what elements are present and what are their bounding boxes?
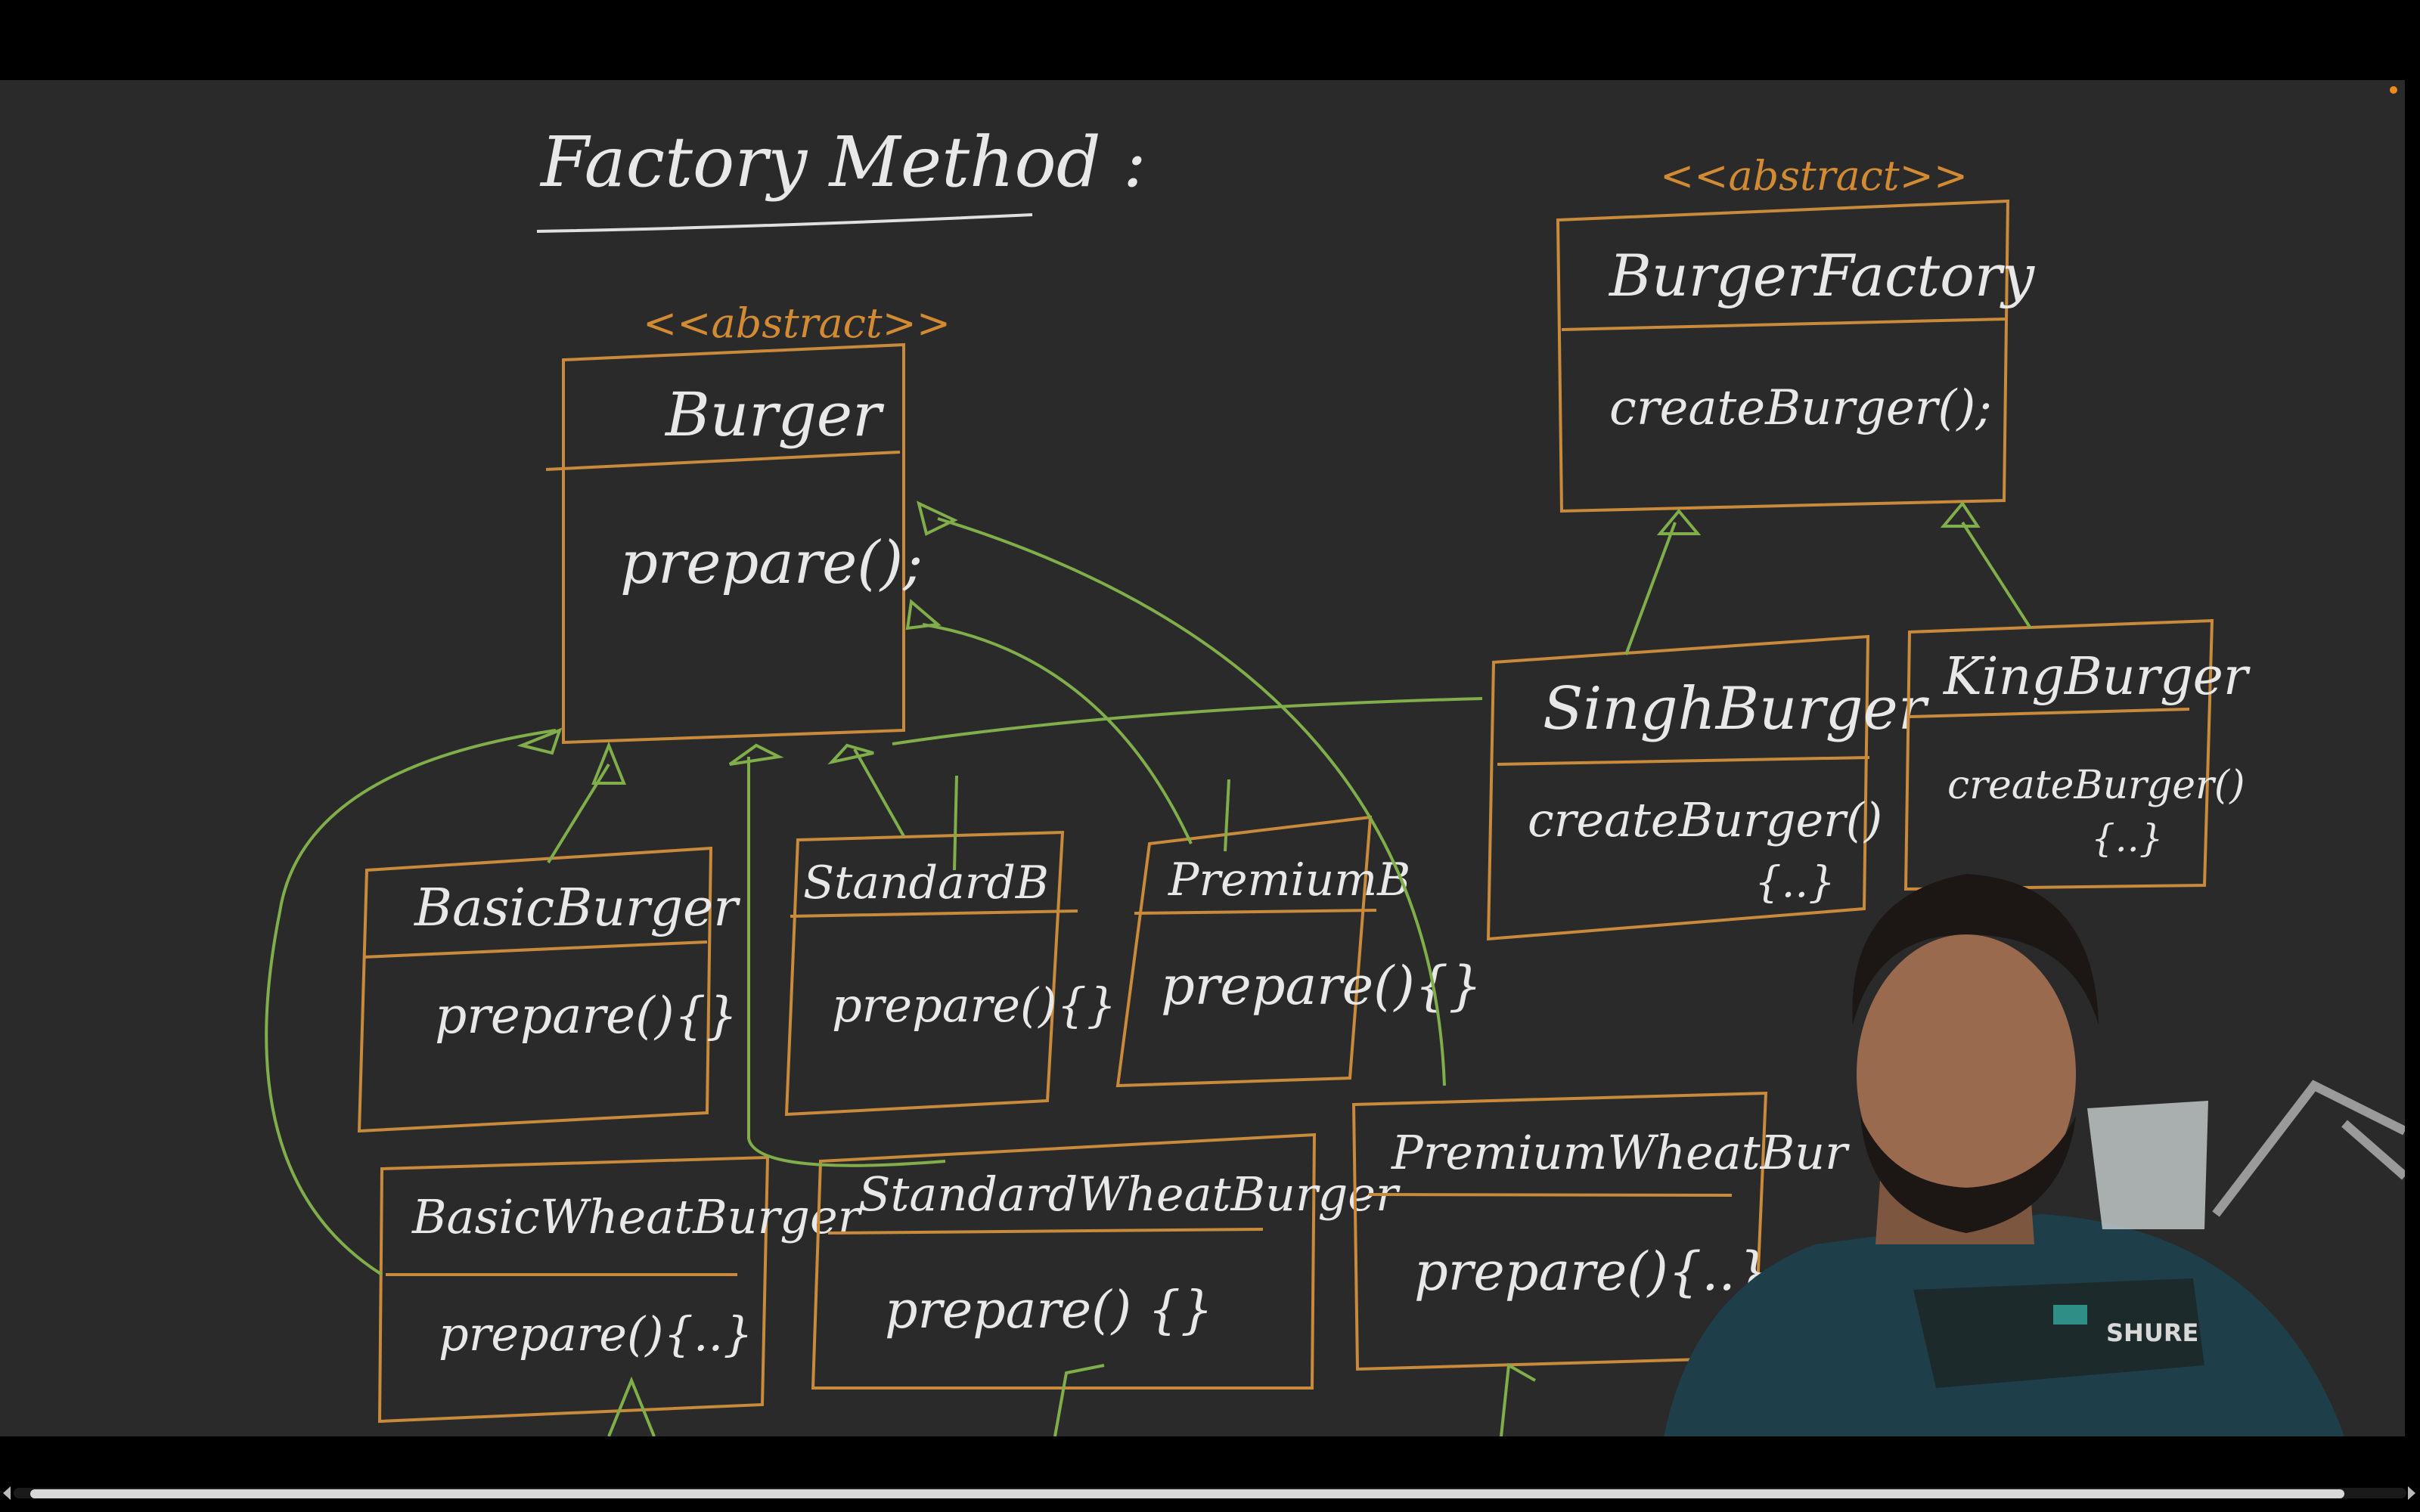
- microphone: SHURE: [1913, 1278, 2204, 1388]
- arrow-basic-to-burger: [547, 763, 610, 864]
- presenter-webcam-overlay: SHURE: [1664, 874, 2405, 1436]
- title-underline: [536, 213, 1033, 233]
- bottom-letterbox-bar: [0, 1436, 2420, 1512]
- basic-burger-box-outline: [357, 846, 713, 1133]
- singh-burger-box-outline: [1486, 634, 1870, 941]
- standard-b-method: prepare(){}: [832, 978, 1116, 1033]
- singh-burger-method: createBurger(): [1528, 792, 1882, 847]
- burger-class-box: [545, 342, 905, 745]
- arrow-bottom-basic-wheat: [607, 1376, 656, 1436]
- burger-name: Burger: [664, 380, 885, 450]
- standard-b-box-divider: [790, 909, 1078, 918]
- king-burger-body: {..}: [2091, 816, 2163, 860]
- burger-box-outline: [562, 342, 905, 745]
- basic-burger-name: BasicBurger: [413, 878, 740, 938]
- top-letterbox-bar: [0, 0, 2420, 80]
- arrow-bottom-premium-wheat: [1500, 1362, 1536, 1436]
- arrow-head-basic: [591, 741, 626, 785]
- arrow-head-singh: [1656, 508, 1702, 535]
- scroll-right-arrow-icon[interactable]: [2408, 1486, 2415, 1500]
- burger-factory-stereotype: <<abstract>>: [1660, 152, 1968, 200]
- burger-method: prepare();: [620, 529, 923, 597]
- premium-wheat-burger-name: PremiumWheatBur: [1391, 1125, 1850, 1180]
- arrow-standard-to-burger: [853, 748, 905, 837]
- basic-burger-method: prepare(){}: [435, 987, 738, 1045]
- presenter-chair: [2087, 1101, 2208, 1229]
- king-burger-class-box: [1903, 618, 2214, 891]
- arrow-king-to-factory: [1961, 521, 2032, 630]
- whiteboard-canvas: Factory Method : <<abstract>> Burger pre…: [0, 80, 2405, 1436]
- singh-burger-body: {..}: [1754, 858, 1835, 907]
- mic-body: [1913, 1278, 2204, 1388]
- diagram-svg: Factory Method : <<abstract>> Burger pre…: [265, 122, 2251, 1436]
- arrow-head-standard-wheat: [728, 743, 784, 766]
- king-burger-method: createBurger(): [1947, 763, 2245, 808]
- diagram-title: Factory Method :: [539, 122, 1146, 203]
- standard-b-class-box: [784, 830, 1078, 1117]
- standard-b-box-outline: [784, 830, 1065, 1117]
- scroll-left-arrow-icon[interactable]: [3, 1486, 11, 1500]
- recording-indicator: [2390, 86, 2397, 94]
- arrow-bottom-standard-wheat: [1053, 1364, 1105, 1436]
- association-line: [892, 697, 1483, 745]
- arrow-standard-wheat-to-burger: [747, 757, 946, 1167]
- basic-wheat-burger-box-outline: [377, 1155, 770, 1424]
- arrow-premium-wheat-to-burger: [937, 517, 1446, 1086]
- premium-b-name: PremiumB: [1168, 854, 1410, 906]
- inheritance-arrows: [265, 500, 2032, 1436]
- singh-burger-name: SinghBurger: [1543, 675, 1930, 743]
- basic-burger-box-divider: [362, 940, 708, 959]
- burger-factory-name: BurgerFactory: [1608, 242, 2035, 309]
- arrow-singh-to-factory: [1624, 522, 1677, 655]
- arrow-head-premium-wheat: [917, 500, 958, 536]
- presenter-beard: [1860, 1116, 2076, 1233]
- presenter-face: [1857, 934, 2076, 1214]
- presenter-hair: [1852, 874, 2099, 1025]
- basic-burger-class-box: [357, 846, 713, 1133]
- premium-wheat-burger-box-divider: [1368, 1193, 1733, 1197]
- standard-wheat-burger-method: prepare() {}: [885, 1281, 1213, 1340]
- arrow-basic-wheat-to-burger: [265, 729, 557, 1276]
- connector-premium: [1224, 779, 1230, 852]
- basic-wheat-burger-name: BasicWheatBurger: [411, 1189, 863, 1244]
- burger-stereotype: <<abstract>>: [643, 299, 951, 347]
- premium-wheat-burger-method: prepare(){..}: [1414, 1241, 1769, 1303]
- singh-burger-box-divider: [1497, 756, 1870, 766]
- mic-ring: [2053, 1305, 2087, 1325]
- connector-standard: [953, 775, 958, 871]
- mic-brand-label: SHURE: [2106, 1318, 2198, 1347]
- horizontal-scrollbar-thumb[interactable]: [30, 1489, 2344, 1498]
- burger-factory-box-outline: [1556, 199, 2010, 513]
- king-burger-box-divider: [1909, 708, 2190, 718]
- standard-wheat-burger-box-outline: [811, 1132, 1317, 1390]
- burger-box-divider: [545, 451, 901, 471]
- premium-b-class-box: [1115, 815, 1377, 1088]
- arrow-premium-to-burger: [922, 623, 1193, 844]
- burger-factory-class-box: [1556, 199, 2010, 513]
- premium-b-box-outline: [1115, 815, 1373, 1088]
- burger-factory-box-divider: [1561, 318, 2006, 331]
- premium-b-box-divider: [1134, 909, 1377, 915]
- arrow-head-king: [1940, 500, 1981, 528]
- basic-wheat-burger-class-box: [377, 1155, 770, 1424]
- arrow-head-basic-wheat: [517, 727, 563, 755]
- mic-boom-arm: [2212, 1080, 2405, 1217]
- burger-factory-method: createBurger();: [1609, 380, 1992, 436]
- singh-burger-class-box: [1486, 634, 1870, 941]
- standard-wheat-burger-class-box: [811, 1132, 1317, 1390]
- king-burger-box-outline: [1903, 618, 2214, 891]
- basic-wheat-burger-method: prepare(){..}: [439, 1306, 753, 1362]
- standard-b-name: StandardB: [803, 857, 1049, 909]
- standard-wheat-burger-name: StandardWheatBurger: [858, 1167, 1401, 1222]
- king-burger-name: KingBurger: [1942, 647, 2251, 707]
- arrow-head-standard: [827, 743, 874, 765]
- arrow-head-premium: [905, 599, 942, 631]
- standard-wheat-burger-box-divider: [827, 1228, 1264, 1235]
